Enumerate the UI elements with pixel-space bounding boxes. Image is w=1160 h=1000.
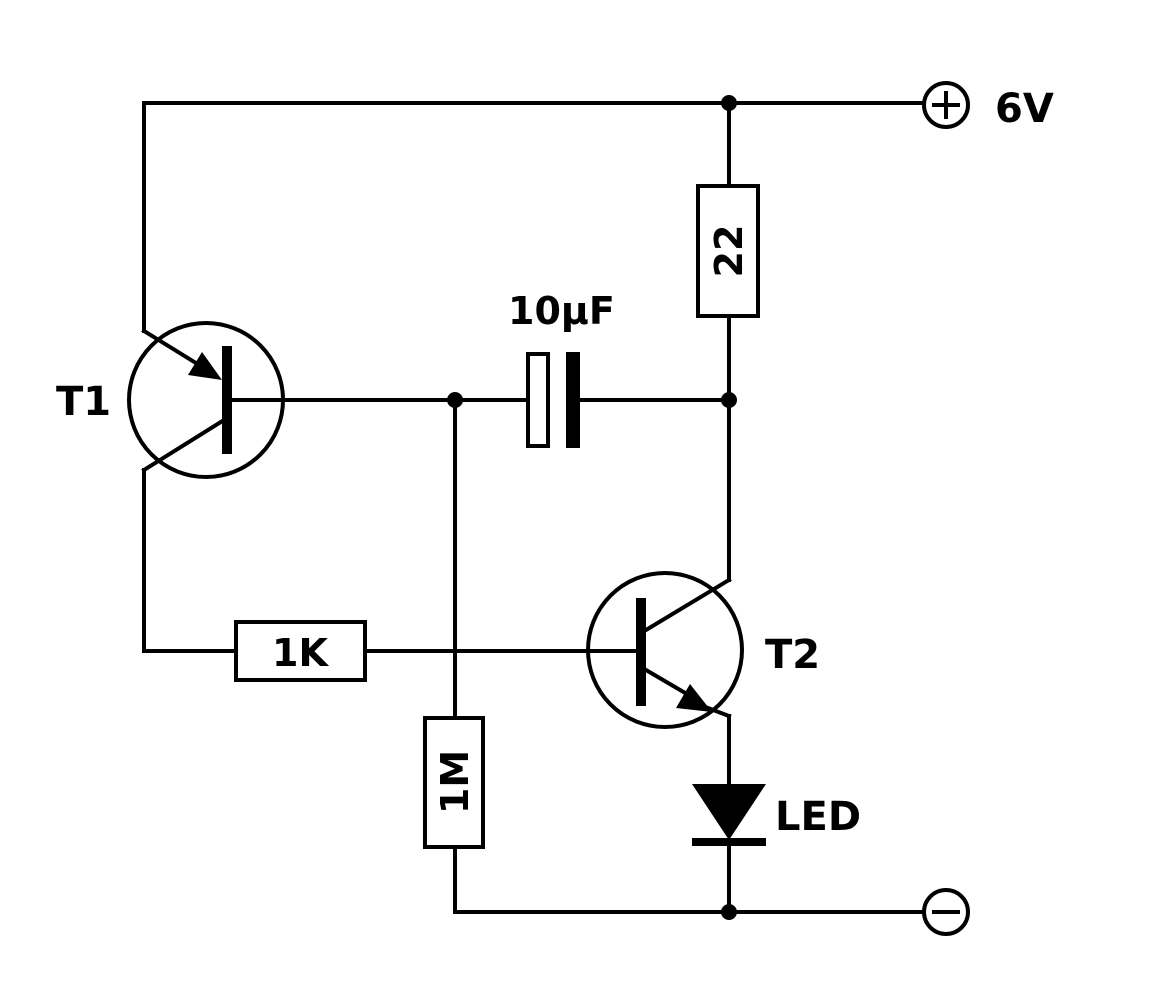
junctions [447,95,737,920]
junction-dot [721,392,737,408]
resistor-1k-body [234,620,367,682]
resistor-1m-value: 1M [433,750,477,814]
led-label: LED [775,794,861,840]
wire-t1-collector-to-1k [142,468,238,653]
resistor-22-body [696,184,760,318]
t1-base-bar [222,346,232,454]
wires [142,101,924,914]
t1-emitter-lead [141,328,207,371]
capacitor [526,352,580,448]
t2-base-bar [636,598,646,706]
resistor-1m-body [423,716,485,849]
led-triangle-icon [692,784,766,840]
supply-voltage-label: 6V [995,86,1054,132]
t1-collector-lead [141,417,227,473]
t2-emitter-arrow [676,684,712,712]
minus-icon [922,888,970,936]
resistor-1k: 1K [234,620,367,682]
positive-terminal [922,81,970,129]
led-diode [692,784,766,846]
t2-emitter-lead [643,667,695,700]
capacitor-value: 10µF [508,289,615,333]
t2-label: T2 [765,632,820,678]
junction-dot [447,392,463,408]
resistor-1m: 1M [423,716,485,849]
t1-emitter-arrow [188,352,222,380]
resistor-22: 22 [696,184,760,318]
capacitor-plate-right [566,352,580,448]
transistor-t1 [127,321,285,479]
resistor-22-value: 22 [707,225,751,278]
transistor-t2 [586,571,744,729]
t1-envelope [127,321,285,479]
wire-positive-rail [142,101,924,333]
resistor-1k-value: 1K [272,631,329,675]
plus-icon [922,81,970,129]
t2-envelope [586,571,744,729]
t2-collector-lead [643,577,732,633]
junction-dot [721,95,737,111]
negative-terminal [922,888,970,936]
t1-label: T1 [56,379,111,425]
capacitor-plate-left [526,352,550,448]
wire-1m-to-negative [453,845,924,914]
junction-dot [721,904,737,920]
led-cathode-bar [692,838,766,846]
